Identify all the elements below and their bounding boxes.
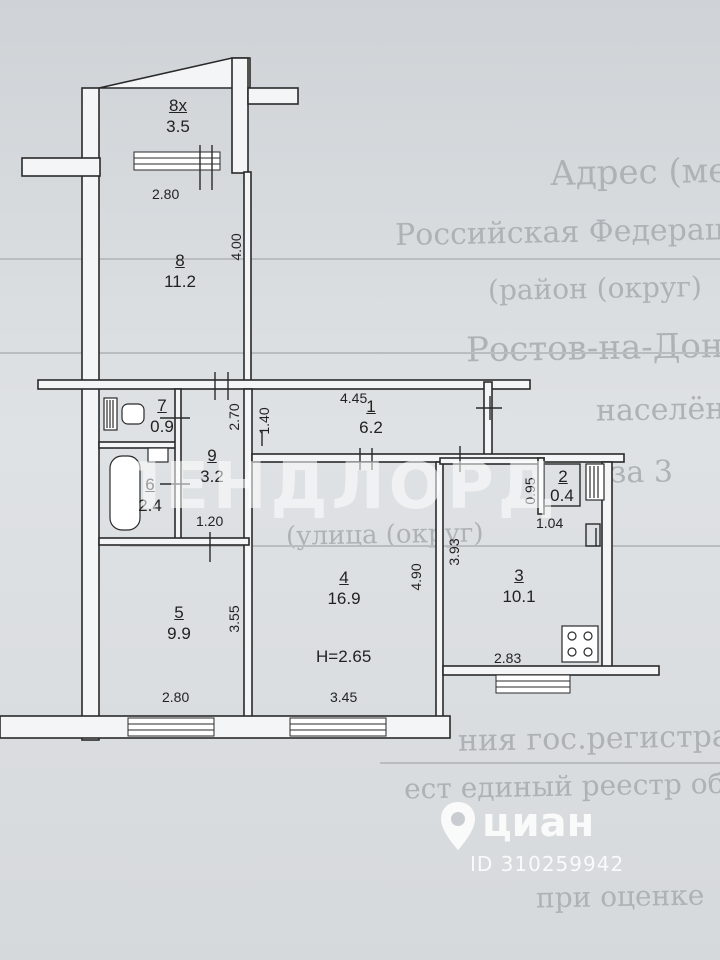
cian-logo-text: циан [482, 800, 595, 846]
dim-room9-width: 1.20 [196, 513, 224, 529]
balcony-stub [247, 87, 299, 105]
ceiling-height-label: H=2.65 [316, 647, 372, 666]
room-5-number: 5 [174, 603, 184, 622]
room-6-number: 6 [145, 475, 155, 494]
room-7-area: 0.9 [150, 417, 174, 436]
stove-icon [561, 625, 599, 663]
dim-room1-width: 4.45 [340, 390, 368, 406]
dim-room4-width: 3.45 [330, 689, 358, 705]
wall-mid-horizontal [37, 379, 531, 390]
dim-room3-height: 3.93 [446, 538, 462, 566]
window-room8 [133, 151, 221, 171]
room-9-area: 3.2 [200, 467, 224, 486]
room-8-area: 11.2 [164, 272, 196, 291]
dim-room5-width: 2.80 [162, 689, 190, 705]
room2-outline [543, 463, 581, 507]
dim-room3-width: 2.83 [494, 650, 522, 666]
sink-icon [147, 447, 169, 463]
room-1-number: 1 [366, 397, 376, 416]
wall-room1-right [483, 381, 493, 459]
dim-room4-height: 4.90 [408, 563, 424, 591]
balcony-top-wall [98, 57, 251, 89]
wall-left [81, 87, 100, 741]
wall-hall-left [243, 388, 253, 720]
radiator-room2 [585, 463, 605, 501]
window-room4 [289, 717, 387, 737]
room-9-number: 9 [207, 446, 217, 465]
room-2-area: 0.4 [550, 486, 574, 505]
wall-wc-bottom [98, 441, 180, 449]
toilet-icon [121, 403, 145, 425]
room-7-number: 7 [157, 396, 167, 415]
bathtub-icon [109, 455, 141, 531]
window-room3 [495, 674, 571, 694]
bg-rule [0, 258, 720, 260]
room-5-area: 9.9 [167, 624, 191, 643]
wall-room8-right [243, 171, 252, 385]
listing-id: ID 310259942 [470, 852, 625, 876]
dim-room9-height: 2.70 [226, 403, 242, 431]
wall-room3-bottom [442, 665, 660, 676]
location-pin-icon [441, 802, 475, 850]
dim-room8-length: 4.00 [228, 233, 244, 261]
window-room5 [127, 717, 215, 737]
room-4-area: 16.9 [327, 589, 361, 608]
bg-rule [120, 545, 720, 547]
bg-rule [0, 352, 720, 354]
dim-room1-height: 1.40 [256, 407, 272, 435]
room-4-number: 4 [339, 568, 349, 587]
room-8x-number: 8х [169, 96, 187, 115]
room-8-number: 8 [175, 251, 185, 270]
bg-rule [380, 762, 720, 764]
dim-room2-width: 1.04 [536, 515, 564, 531]
balcony-right-wall [231, 57, 249, 174]
room-1-area: 6.2 [359, 418, 383, 437]
dim-room8-width: 2.80 [152, 186, 180, 202]
landlord-watermark: ЛЕНДЛОРД [108, 450, 559, 524]
room-3-number: 3 [514, 566, 524, 585]
room-3-area: 10.1 [502, 587, 536, 606]
left-stub-wall [21, 157, 101, 177]
wall-room5-top [98, 537, 250, 546]
room-2-number: 2 [558, 467, 568, 486]
room-6-area: 2.4 [138, 496, 162, 515]
room-8x-area: 3.5 [166, 117, 190, 136]
dim-room5-height: 3.55 [226, 605, 242, 633]
